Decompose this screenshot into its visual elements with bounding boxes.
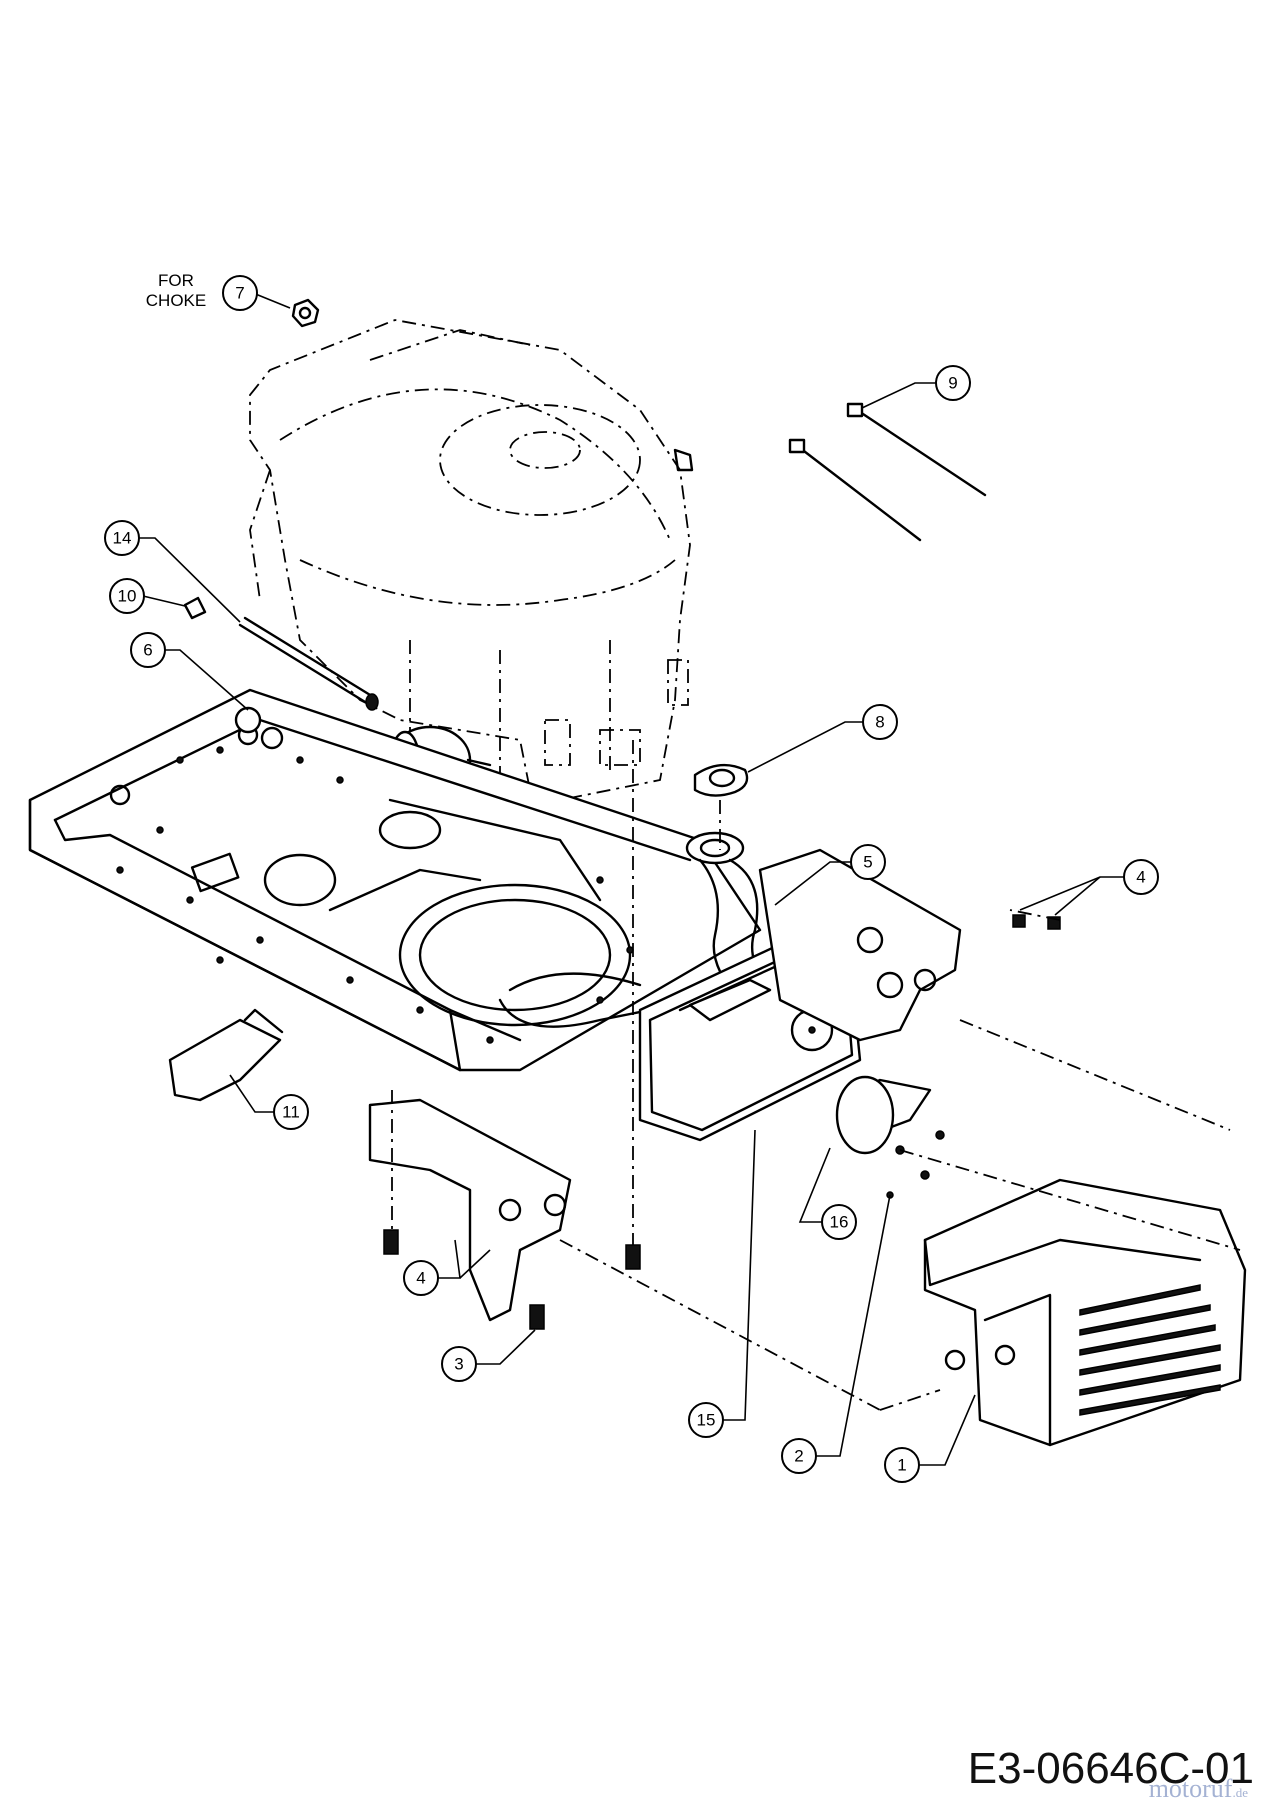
svg-text:4: 4 xyxy=(1136,868,1145,887)
callout-2: 2 xyxy=(781,1194,891,1474)
callout-15: 15 xyxy=(688,1129,756,1438)
svg-text:4: 4 xyxy=(416,1269,425,1288)
svg-text:8: 8 xyxy=(875,713,884,732)
drawing-code: E3-06646C-01 xyxy=(967,1744,1254,1793)
callout-11: 11 xyxy=(229,1074,309,1130)
callout-4-left: 4 xyxy=(403,1239,491,1296)
callout-8: 8 xyxy=(747,704,898,773)
svg-text:3: 3 xyxy=(454,1355,463,1374)
callout-3: 3 xyxy=(441,1329,536,1382)
muffler-guard xyxy=(923,1178,1247,1447)
callout-10: 10 xyxy=(109,578,186,614)
engine-outline xyxy=(249,319,694,801)
callout-5: 5 xyxy=(774,844,886,906)
svg-text:11: 11 xyxy=(282,1103,300,1122)
svg-text:10: 10 xyxy=(118,587,137,606)
note-line2: CHOKE xyxy=(146,291,206,310)
svg-text:2: 2 xyxy=(794,1447,803,1466)
bolts xyxy=(383,914,1061,1330)
bumpers xyxy=(234,706,284,750)
svg-text:9: 9 xyxy=(948,374,957,393)
assembly-lines xyxy=(391,740,1241,1411)
choke-nut xyxy=(291,298,320,328)
svg-text:6: 6 xyxy=(143,641,152,660)
throttle-rod xyxy=(238,616,379,711)
svg-text:1: 1 xyxy=(897,1456,906,1475)
callout-1: 1 xyxy=(884,1394,976,1483)
callout-9: 9 xyxy=(861,365,971,409)
callout-4-right: 4 xyxy=(1019,859,1159,916)
note-line1: FOR xyxy=(158,271,194,290)
svg-text:14: 14 xyxy=(113,529,132,548)
frame xyxy=(28,688,762,1072)
callout-6: 6 xyxy=(130,632,249,711)
cable-ties xyxy=(788,402,987,542)
callout-7: 7 xyxy=(222,275,291,311)
guard-slots xyxy=(1079,1284,1221,1416)
watermark-name: motoruf xyxy=(1148,1774,1233,1803)
deflector xyxy=(835,1075,945,1199)
svg-text:7: 7 xyxy=(235,284,244,303)
callout-16: 16 xyxy=(798,1147,857,1240)
svg-text:5: 5 xyxy=(863,853,872,872)
left-bracket xyxy=(368,1098,572,1322)
exhaust-gasket xyxy=(693,763,749,797)
watermark-suffix: .de xyxy=(1232,1785,1248,1800)
clip-part xyxy=(183,596,207,620)
svg-text:15: 15 xyxy=(697,1411,716,1430)
svg-text:16: 16 xyxy=(830,1213,849,1232)
cover-bracket xyxy=(168,1008,284,1102)
watermark-logo: motoruf.de xyxy=(1149,1774,1248,1804)
callout-14: 14 xyxy=(104,520,241,623)
